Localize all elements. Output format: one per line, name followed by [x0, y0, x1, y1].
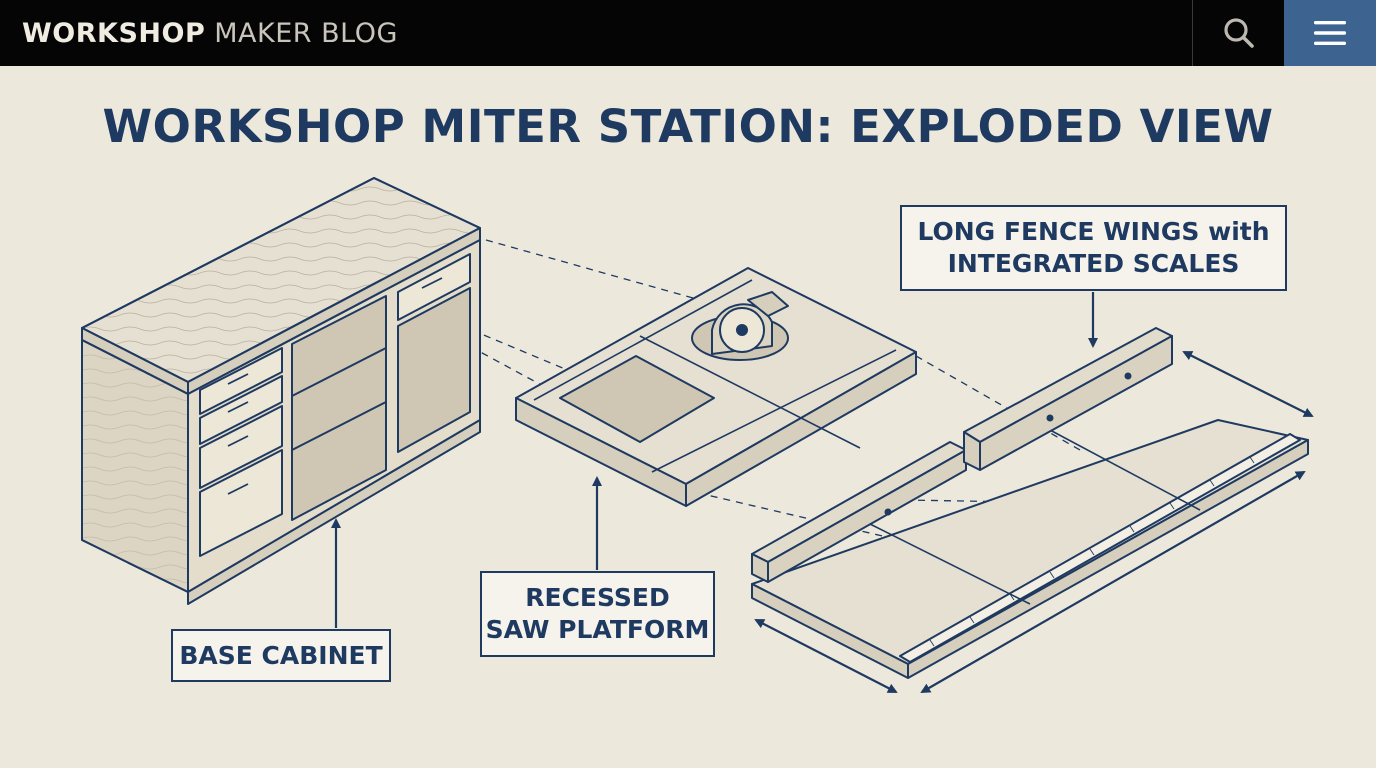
- header-divider: [1192, 0, 1193, 66]
- hamburger-menu-icon: [1314, 21, 1346, 45]
- saw-platform-label-line2: SAW PLATFORM: [485, 615, 710, 644]
- search-icon: [1223, 18, 1254, 48]
- fence-length-arrow-top: [1182, 351, 1314, 417]
- base-cabinet-illustration: [81, 177, 481, 605]
- site-brand[interactable]: WORKSHOP MAKER BLOG: [22, 0, 398, 66]
- brand-strong-text: WORKSHOP: [22, 17, 206, 49]
- base-cabinet-label: BASE CABINET: [171, 629, 391, 682]
- callout-arrows: [331, 292, 1098, 628]
- top-navigation-bar: WORKSHOP MAKER BLOG: [0, 0, 1376, 66]
- fence-depth-arrow: [754, 619, 898, 693]
- saw-platform-label-line1: RECESSED: [525, 583, 670, 612]
- brand-light-text: MAKER BLOG: [214, 17, 398, 49]
- fence-wings-label: LONG FENCE WINGS with INTEGRATED SCALES: [900, 205, 1287, 291]
- menu-button[interactable]: [1284, 0, 1376, 66]
- base-cabinet-label-text: BASE CABINET: [179, 640, 383, 670]
- fence-length-arrow-bottom: [920, 471, 1306, 693]
- search-button[interactable]: [1193, 0, 1284, 66]
- exploded-view-diagram: [81, 177, 1314, 693]
- saw-platform-illustration: [515, 267, 917, 507]
- dimension-arrows: [754, 351, 1314, 693]
- saw-platform-label: RECESSED SAW PLATFORM: [480, 571, 715, 657]
- fence-wings-label-line2: INTEGRATED SCALES: [947, 249, 1240, 278]
- page-title: WORKSHOP MITER STATION: EXPLODED VIEW: [102, 100, 1274, 153]
- fence-wings-label-line1: LONG FENCE WINGS with: [917, 217, 1270, 246]
